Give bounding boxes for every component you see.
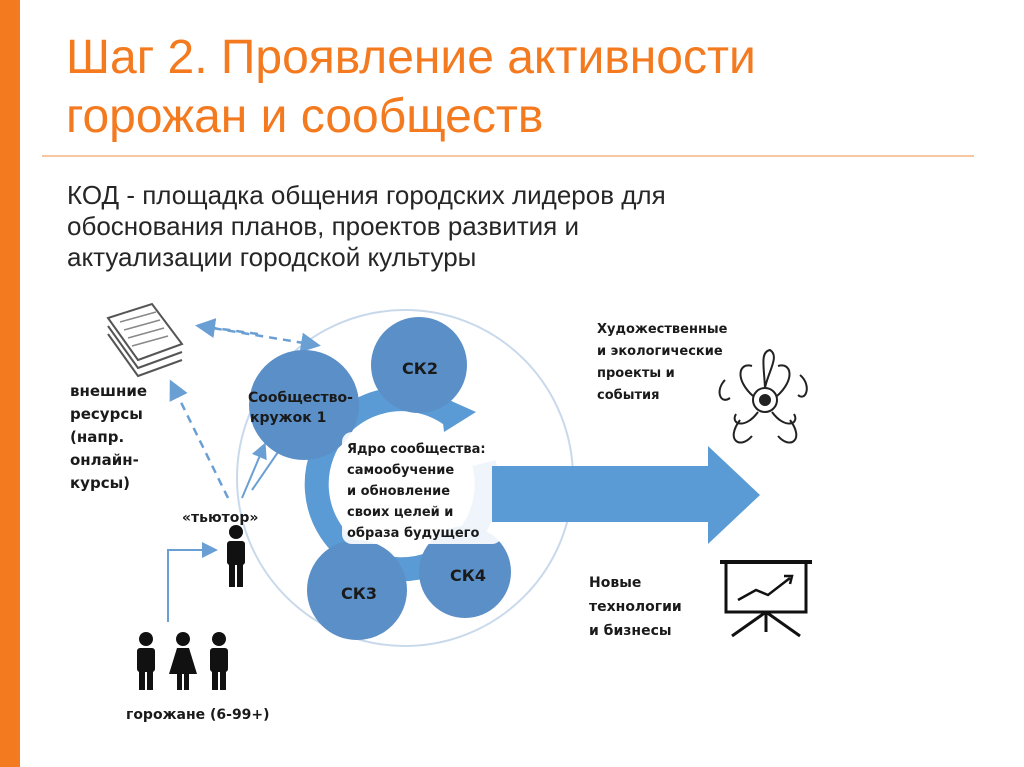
external-resources-line-5: курсы) [70,474,130,492]
external-resources-line-2: ресурсы [70,405,143,423]
art-projects-line-3: проекты и [597,366,675,381]
sk2-circle [371,317,467,413]
club1-label-line-2: кружок 1 [250,410,326,426]
subtitle-line-2: обоснования планов, проектов развития и [67,211,579,241]
accent-side-bar [0,0,20,767]
documents-icon [106,302,184,378]
slide-subtitle: КОД - площадка общения городских лидеров… [67,180,947,273]
outcome-arrow [492,446,760,544]
slide-title: Шаг 2. Проявление активности горожан и с… [66,28,966,146]
core-label-line-1: Ядро сообщества: [347,442,486,457]
external-resources-line-4: онлайн- [70,451,139,469]
subtitle-line-1: КОД - площадка общения городских лидеров… [67,180,666,210]
slide-title-line-1: Шаг 2. Проявление активности [66,31,756,84]
tutor-label: «тьютор» [182,510,258,526]
sk3-circle [307,540,407,640]
dashed-flow-arrows [169,318,321,499]
club1-label-line-1: Сообщество- [248,390,353,406]
art-projects-line-2: и экологические [597,344,723,359]
core-label-line-2: самообучение [347,463,454,478]
slide-title-line-2: горожан и сообществ [66,90,544,143]
new-tech-line-1: Новые [589,575,641,591]
core-label-line-4: своих целей и [347,505,453,520]
new-tech-line-3: и бизнесы [589,623,672,639]
core-text-backdrop [342,432,502,544]
art-projects-line-1: Художественные [597,322,728,337]
sk2-label: СК2 [402,359,438,378]
club-circle-1 [249,350,359,460]
external-resources-line-3: (напр. [70,428,124,446]
external-resources-line-1: внешние [70,382,147,400]
title-divider [42,155,974,157]
core-label-line-5: образа будущего [347,526,479,541]
presentation-chart-icon [720,560,812,638]
sk4-circle [419,526,511,618]
sk4-label: СК4 [450,566,486,585]
art-projects-line-4: события [597,388,659,403]
tutor-person-icon [227,525,245,587]
core-label-line-3: и обновление [347,484,450,499]
new-tech-line-2: технологии [589,599,682,615]
sk3-label: СК3 [341,584,377,603]
flower-ornament-icon [718,348,808,444]
citizens-label: горожане (6-99+) [126,707,270,723]
subtitle-line-3: актуализации городской культуры [67,242,477,272]
citizens-people-icon [137,632,228,690]
